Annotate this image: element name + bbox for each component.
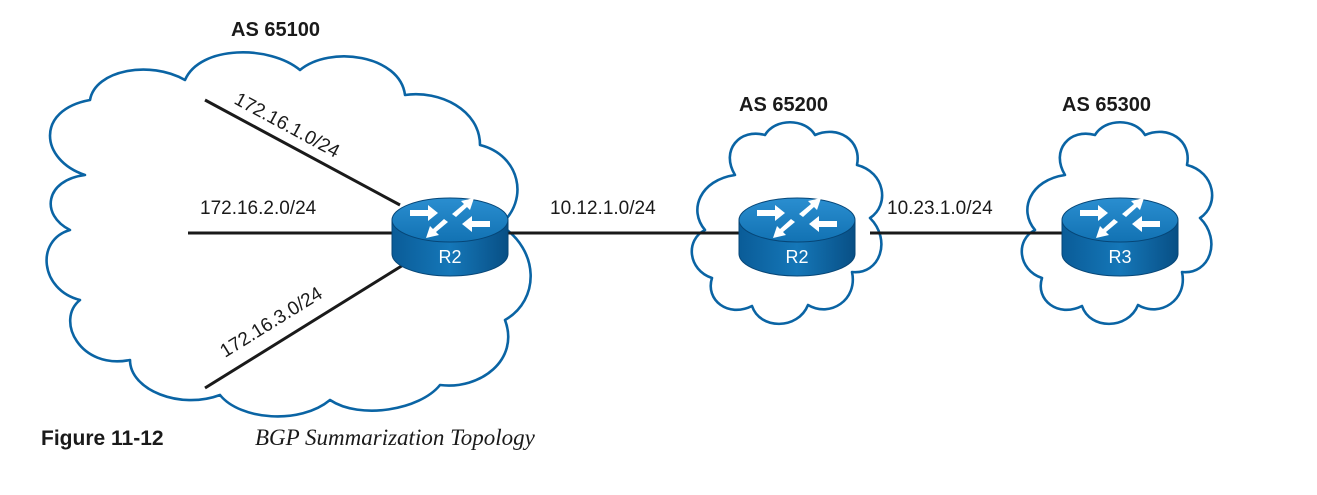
as-65300-label: AS 65300 <box>1062 94 1151 116</box>
network-label-link-r2-r3: 10.23.1.0/24 <box>887 198 993 219</box>
link-lan-3 <box>204 260 409 390</box>
router-label: R3 <box>1108 247 1131 267</box>
router-label: R2 <box>438 247 461 267</box>
network-label-link-r2-r2: 10.12.1.0/24 <box>550 198 656 219</box>
router-label: R2 <box>785 247 808 267</box>
router-r2-as65100: R2 <box>391 197 509 277</box>
as-65200-label: AS 65200 <box>739 94 828 116</box>
figure-number: Figure 11-12 <box>41 427 164 450</box>
network-label-lan-2: 172.16.2.0/24 <box>200 198 317 219</box>
figure-title: BGP Summarization Topology <box>255 425 536 450</box>
router-r3-as65300: R3 <box>1061 197 1179 277</box>
router-r2-as65200: R2 <box>738 197 856 277</box>
link-lan-1 <box>204 98 401 207</box>
as-65100-label: AS 65100 <box>231 19 320 41</box>
